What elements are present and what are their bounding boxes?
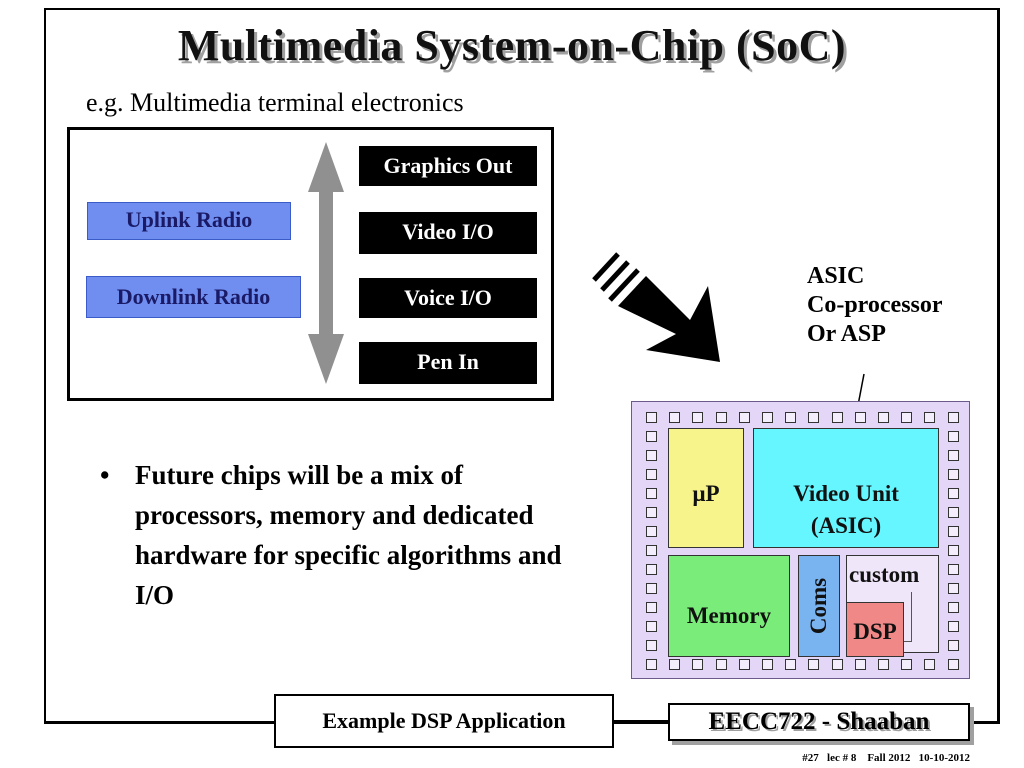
pen-in-box: Pen In	[359, 342, 537, 384]
footer-meta: #27 lec # 8 Fall 2012 10-10-2012	[802, 752, 970, 764]
chip-pad	[669, 659, 681, 670]
slide-subtitle: e.g. Multimedia terminal electronics	[86, 88, 464, 117]
slide-title: Multimedia System-on-Chip (SoC)	[177, 21, 847, 70]
chip-pad	[692, 659, 704, 670]
dsp-block: DSP	[846, 602, 904, 657]
video-unit-block: Video Unit (ASIC)	[753, 428, 939, 548]
chip-pad	[948, 469, 959, 480]
bullet-text: Future chips will be a mix of processors…	[135, 460, 562, 610]
soc-chip: μP Video Unit (ASIC) custom Memory Coms …	[631, 401, 970, 679]
chip-pad	[646, 488, 657, 499]
voice-io-box: Voice I/O	[359, 278, 537, 318]
downlink-radio-box: Downlink Radio	[86, 276, 301, 318]
chip-pad	[948, 450, 959, 461]
chip-pad	[948, 583, 959, 594]
chip-pad	[646, 602, 657, 613]
chip-pad	[646, 507, 657, 518]
asic-label-line1: ASIC	[807, 263, 865, 289]
chip-pad	[785, 412, 797, 423]
asic-label-line3: Or ASP	[807, 321, 886, 347]
terminal-diagram: Uplink Radio Downlink Radio Graphics Out…	[67, 127, 554, 401]
chip-pad	[808, 412, 820, 423]
chip-pad	[808, 659, 820, 670]
footer-right-box: EECC722 - Shaaban	[668, 703, 970, 741]
chip-pad	[646, 431, 657, 442]
memory-label: Memory	[686, 603, 772, 628]
chip-pad	[854, 412, 866, 423]
chip-pad	[646, 659, 657, 670]
chip-pad	[948, 545, 959, 556]
chip-pad	[762, 412, 773, 423]
chip-pad	[948, 621, 959, 632]
asic-label: ASIC Co-processor Or ASP	[807, 262, 943, 349]
chip-pad	[715, 659, 727, 670]
bidirectional-bus-arrow	[308, 142, 344, 384]
chip-pad	[901, 659, 913, 670]
chip-pad	[948, 602, 959, 613]
microprocessor-label: μP	[692, 481, 720, 506]
chip-pad	[646, 640, 657, 651]
footer-rule-left	[600, 720, 672, 722]
chip-pad	[646, 450, 657, 461]
coms-block: Coms	[798, 555, 840, 657]
bullet-point: • Future chips will be a mix of processo…	[100, 455, 570, 615]
chip-pad	[646, 583, 657, 594]
chip-pad	[948, 488, 959, 499]
footer-left-box: Example DSP Application	[274, 694, 614, 748]
chip-pad	[924, 412, 936, 423]
big-arrow-icon	[592, 252, 720, 362]
chip-pad	[646, 412, 657, 423]
asic-label-line2: Co-processor	[807, 292, 943, 318]
video-unit-label: Video Unit	[793, 481, 899, 506]
chip-pad	[878, 412, 889, 423]
microprocessor-block: μP	[668, 428, 744, 548]
video-io-box: Video I/O	[359, 212, 537, 254]
chip-pad	[831, 412, 843, 423]
graphics-out-box: Graphics Out	[359, 146, 537, 186]
chip-pad	[947, 412, 959, 423]
chip-pad	[738, 412, 750, 423]
chip-pad	[762, 659, 773, 670]
chip-pad	[785, 659, 797, 670]
chip-pad	[646, 621, 657, 632]
chip-pad	[669, 412, 681, 423]
chip-pad	[948, 526, 959, 537]
bullet-marker: •	[100, 460, 110, 490]
chip-pad	[878, 659, 889, 670]
chip-pad	[948, 431, 959, 442]
chip-pad	[901, 412, 913, 423]
chip-pad	[646, 545, 657, 556]
video-unit-sublabel: (ASIC)	[810, 513, 882, 538]
coms-label: Coms	[806, 577, 831, 635]
chip-pad	[646, 469, 657, 480]
chip-pad	[948, 640, 959, 651]
chip-pad	[948, 507, 959, 518]
chip-pad	[646, 526, 657, 537]
memory-block: Memory	[668, 555, 790, 657]
chip-pad	[947, 659, 959, 670]
chip-pad	[692, 412, 704, 423]
chip-pad	[854, 659, 866, 670]
chip-pad	[646, 564, 657, 575]
chip-pad	[831, 659, 843, 670]
custom-label: custom	[849, 562, 920, 587]
chip-pad	[948, 564, 959, 575]
chip-pad	[715, 412, 727, 423]
chip-pad	[924, 659, 936, 670]
dsp-label: DSP	[853, 619, 897, 644]
uplink-radio-box: Uplink Radio	[87, 202, 291, 240]
chip-pad	[738, 659, 750, 670]
